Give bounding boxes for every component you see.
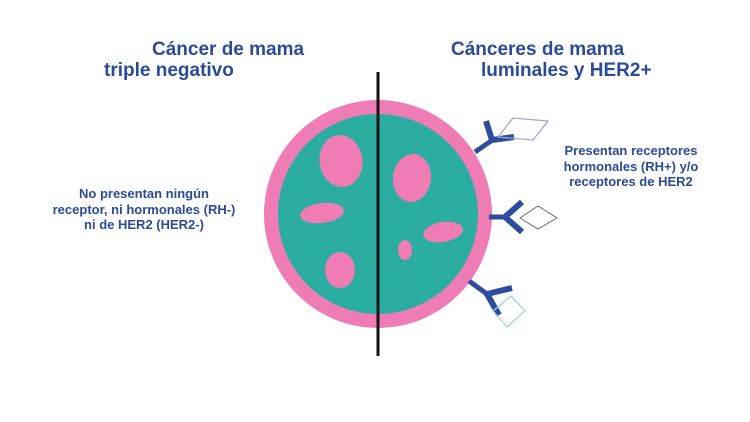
antibody-stem <box>467 278 489 297</box>
antibody-arms <box>484 285 513 317</box>
left-title-line1: Cáncer de mama <box>152 39 305 60</box>
antibody-y-receptor-icon-middle <box>489 199 524 235</box>
diamond-ligand-outline-icon-bottom <box>492 295 526 328</box>
left-description: No presentan ningún receptor, ni hormona… <box>52 186 236 232</box>
right-description: Presentan receptores hormonales (RH+) y/… <box>563 143 699 189</box>
cell-blob-mid-right <box>423 221 463 243</box>
antibody-y-receptor-icon-bottom <box>467 278 513 317</box>
right-title-line2: luminales y HER2+ <box>481 60 652 81</box>
diamond-ligand-outline-icon-top <box>496 117 550 141</box>
right-title-line1: Cánceres de mama <box>451 39 625 60</box>
cell-blob-large-left <box>319 135 363 187</box>
cell-blob-mid-left <box>300 202 344 224</box>
antibody-stem <box>473 138 493 155</box>
antibody-y-receptor-icon-top <box>473 120 515 155</box>
cell-blob-top-right <box>392 154 432 202</box>
cell-blob-bottom-left <box>325 252 355 288</box>
left-title-line2: triple negativo <box>104 60 234 81</box>
cell-blob-small-right <box>398 240 412 260</box>
diamond-ligand-outline-icon-middle <box>519 205 558 230</box>
antibody-arms <box>502 199 524 235</box>
